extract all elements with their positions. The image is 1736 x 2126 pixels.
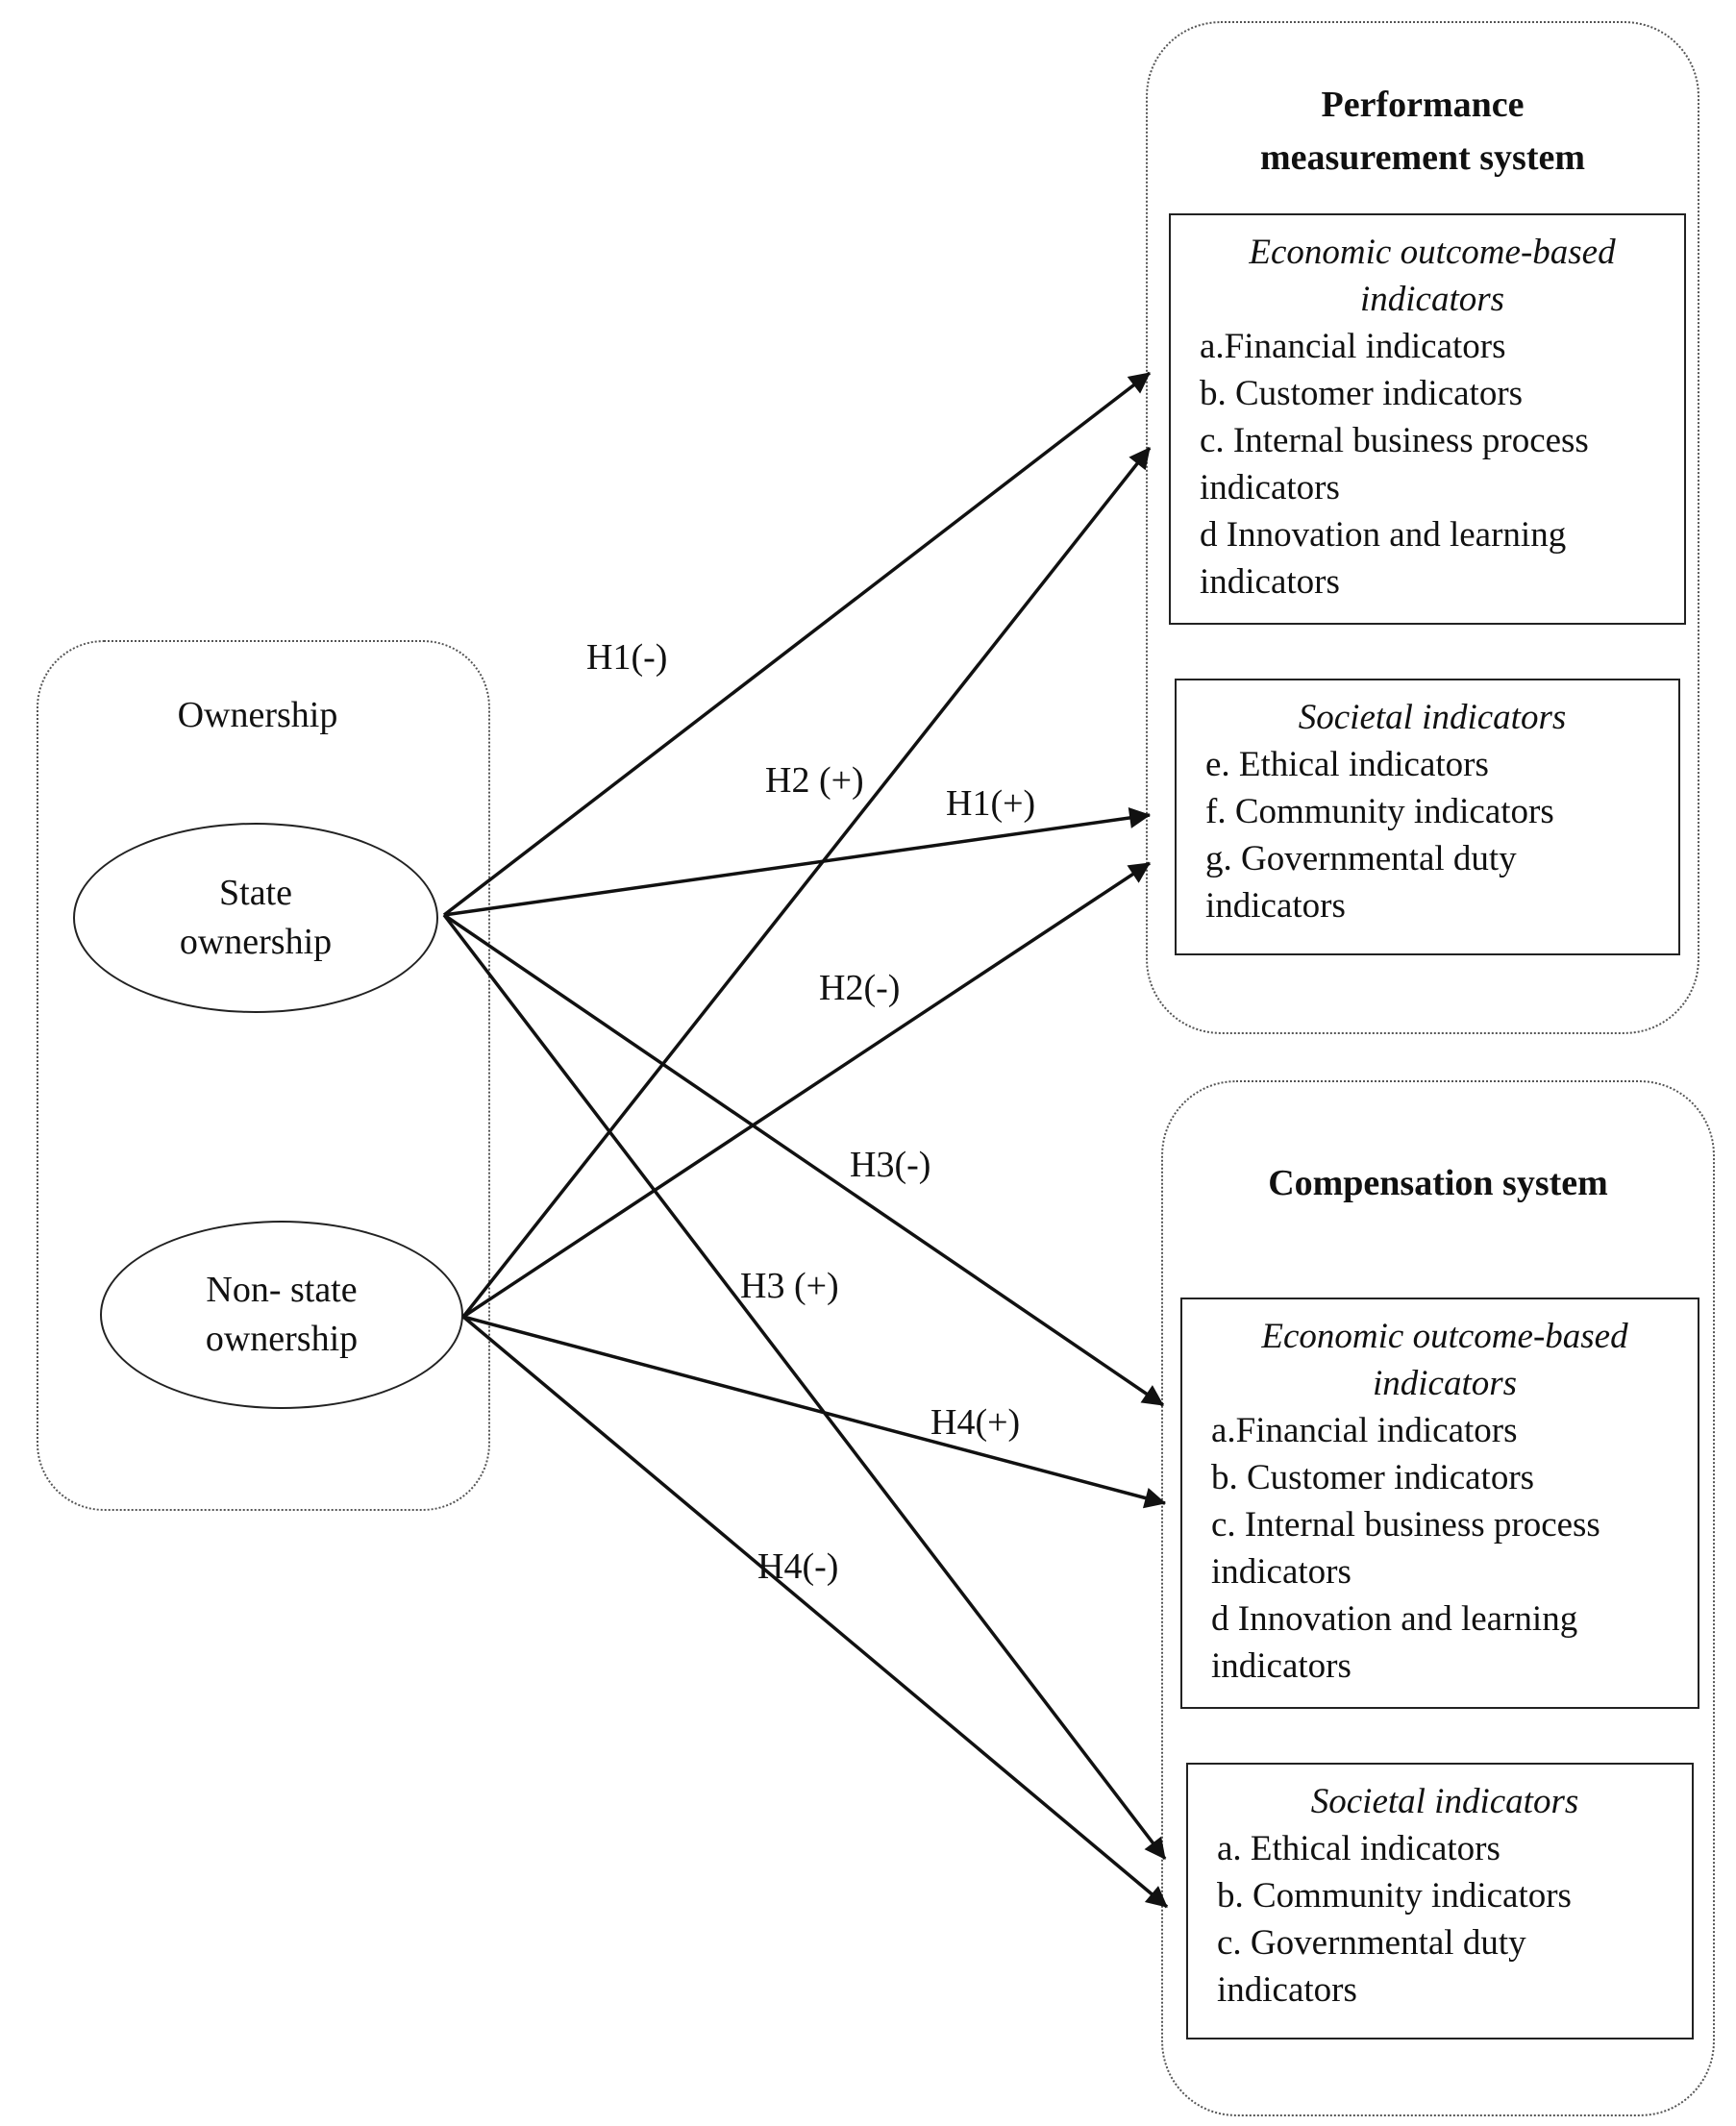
list-item: c. Governmental duty indicators	[1217, 1923, 1526, 2010]
label-h1-pos: H1(+)	[946, 783, 1036, 824]
arrow-h1-pos	[443, 807, 1152, 917]
list-item: f. Community indicators	[1205, 792, 1554, 831]
label-h3-pos: H3 (+)	[740, 1266, 839, 1306]
list-item: g. Governmental duty indicators	[1205, 839, 1517, 926]
compensation-economic-box: Economic outcome-based indicators a.Fina…	[1180, 1298, 1699, 1709]
performance-title: Performance measurement system	[1259, 85, 1586, 179]
list-item: d Innovation and learning indicators	[1211, 1599, 1578, 1686]
list-item: a.Financial indicators	[1211, 1411, 1518, 1450]
arrow-h2-pos	[461, 446, 1152, 1319]
label-h4-pos: H4(+)	[930, 1402, 1021, 1443]
arrow-h3-pos	[442, 913, 1167, 1861]
arrow-h4-neg	[461, 1315, 1169, 1909]
performance-economic-heading: Economic outcome-based indicators	[1249, 233, 1616, 319]
arrow-h2-neg	[462, 861, 1151, 1319]
label-h1-neg: H1(-)	[586, 637, 668, 678]
list-item: a. Ethical indicators	[1217, 1829, 1500, 1868]
arrow-h4-pos	[462, 1315, 1167, 1509]
label-h3-neg: H3(-)	[850, 1145, 931, 1185]
state-ownership-node: State ownership	[73, 823, 438, 1013]
compensation-title: Compensation system	[1268, 1163, 1608, 1203]
performance-economic-box: Economic outcome-based indicators a.Fina…	[1169, 213, 1686, 625]
list-item: b. Customer indicators	[1200, 374, 1524, 413]
arrow-h3-neg	[443, 913, 1164, 1407]
performance-group	[1146, 21, 1699, 1034]
list-item: b. Customer indicators	[1211, 1458, 1535, 1497]
list-item: b. Community indicators	[1217, 1876, 1572, 1916]
nonstate-ownership-node: Non- state ownership	[100, 1221, 463, 1409]
label-h2-neg: H2(-)	[819, 968, 901, 1008]
compensation-societal-box: Societal indicators a. Ethical indicator…	[1186, 1763, 1694, 2039]
arrow-h1-neg	[442, 371, 1152, 917]
list-item: a.Financial indicators	[1200, 327, 1506, 366]
compensation-economic-heading: Economic outcome-based indicators	[1261, 1317, 1628, 1403]
list-item: c. Internal business process indicators	[1211, 1505, 1600, 1592]
label-h4-neg: H4(-)	[757, 1546, 839, 1587]
performance-societal-box: Societal indicators e. Ethical indicator…	[1175, 679, 1680, 955]
list-item: c. Internal business process indicators	[1200, 421, 1589, 507]
list-item: d Innovation and learning indicators	[1200, 515, 1567, 602]
label-h2-pos: H2 (+)	[765, 760, 864, 801]
ownership-group	[37, 640, 490, 1511]
compensation-group	[1161, 1080, 1715, 2116]
ownership-title: Ownership	[177, 695, 338, 735]
compensation-societal-heading: Societal indicators	[1310, 1782, 1579, 1821]
performance-societal-heading: Societal indicators	[1298, 698, 1567, 737]
list-item: e. Ethical indicators	[1205, 745, 1489, 784]
